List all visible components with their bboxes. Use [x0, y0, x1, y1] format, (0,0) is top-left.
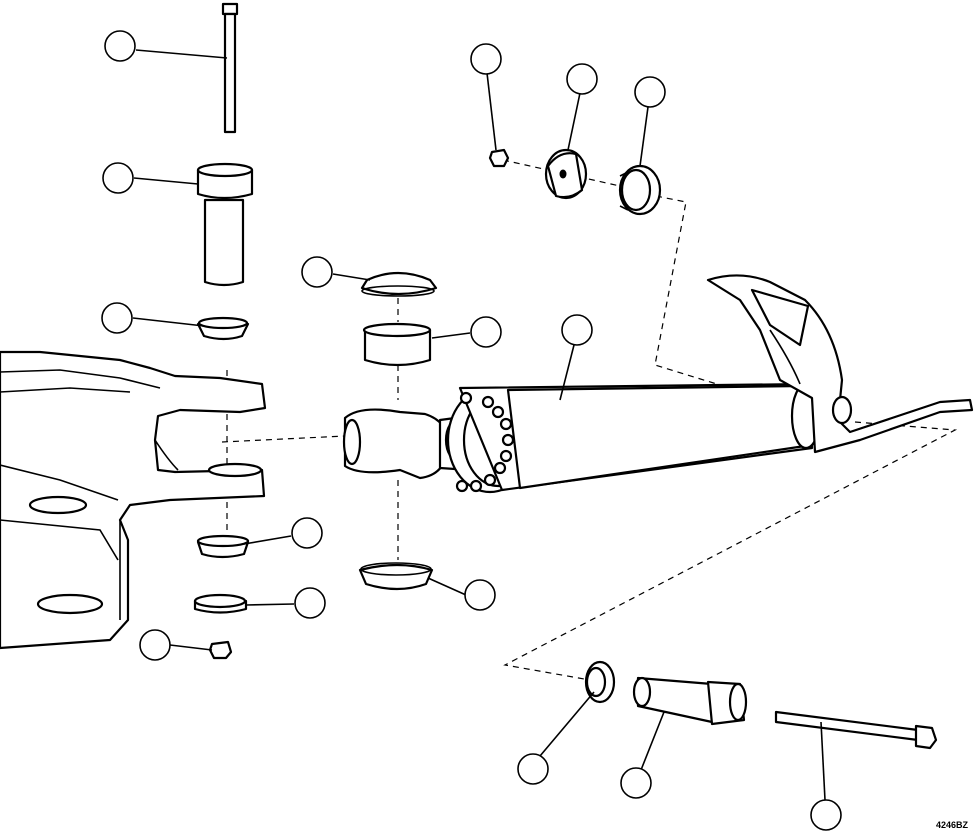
callout-balloon: [102, 162, 134, 194]
callout-balloon: [470, 316, 502, 348]
lower-nut: [208, 640, 233, 660]
callout-balloon: [561, 314, 593, 346]
callout-balloon: [294, 587, 326, 619]
lower-washer-left: [193, 593, 248, 614]
hydraulic-cylinder: [342, 382, 822, 494]
callout-balloon: [517, 753, 549, 785]
lower-right-pin: [632, 676, 748, 726]
top-nut: [488, 148, 510, 168]
callout-balloon: [810, 799, 842, 831]
callout-balloon: [291, 517, 323, 549]
callout-balloon: [139, 629, 171, 661]
callout-balloon: [301, 256, 333, 288]
lower-cap: [358, 562, 434, 591]
callout-balloon: [620, 767, 652, 799]
callout-balloon: [566, 63, 598, 95]
callout-balloon: [470, 43, 502, 75]
callout-balloon: [464, 579, 496, 611]
upper-bushing-left: [196, 316, 250, 341]
leader-lines: [132, 49, 826, 801]
top-washer: [544, 148, 588, 200]
lower-right-bolt: [774, 710, 938, 750]
callout-balloon: [104, 30, 136, 62]
lower-bushing-left: [196, 534, 250, 559]
center-spacer: [362, 322, 432, 367]
mounting-bracket: [706, 274, 974, 454]
figure-id-label: 4246BZ: [935, 820, 968, 830]
upper-cap: [360, 271, 438, 297]
top-bushing: [618, 164, 662, 216]
top-bolt: [221, 2, 239, 134]
top-pin: [196, 162, 254, 287]
callouts: [101, 30, 842, 831]
callout-balloon: [101, 302, 133, 334]
callout-balloon: [634, 76, 666, 108]
axle-frame: [0, 350, 267, 650]
